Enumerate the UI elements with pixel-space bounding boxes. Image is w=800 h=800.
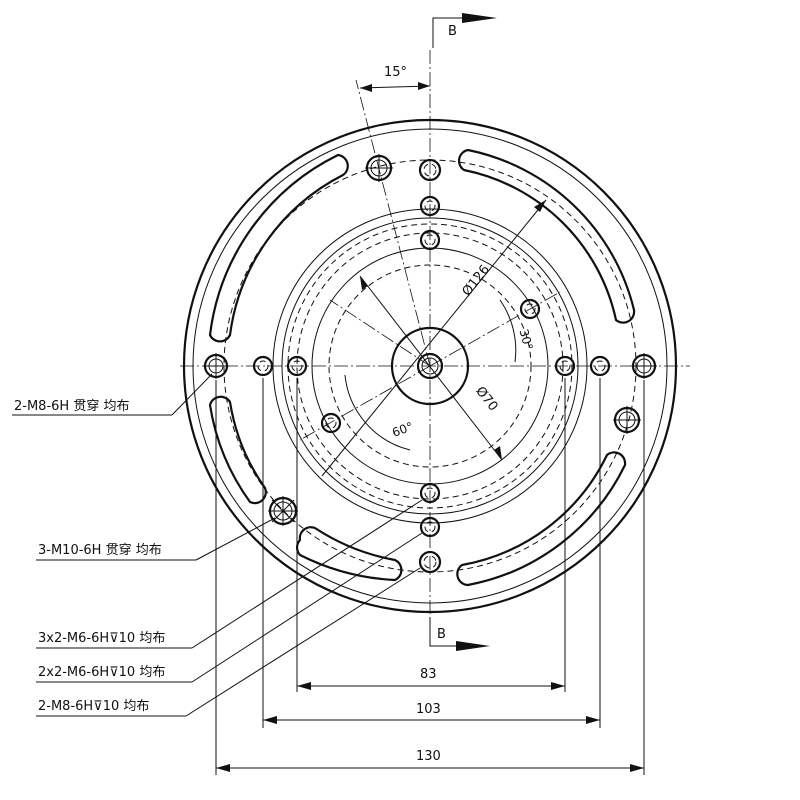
diameter-126-label: Ø126 xyxy=(460,262,493,299)
callout-m10-through: 3-M10-6H 贯穿 均布 xyxy=(36,517,276,561)
hub-bore-inner xyxy=(421,357,439,375)
extension-lines xyxy=(215,378,645,775)
outer-plate-edge xyxy=(182,118,678,614)
diameter-70-label: Ø70 xyxy=(472,384,500,414)
angle-30-annotation: 30° xyxy=(499,299,536,363)
arc-slot-left xyxy=(208,395,267,505)
hub-outer xyxy=(390,326,470,406)
ring-dashed-mid xyxy=(296,232,564,500)
callout-m8-blind: 2-M8-6H⊽10 均布 xyxy=(36,567,421,717)
angle-60-annotation: 60° xyxy=(344,374,415,451)
ref-line-120deg xyxy=(329,299,431,367)
section-label-bottom: B xyxy=(437,627,446,642)
callout-3x2-m6-label: 3x2-M6-6H⊽10 均布 xyxy=(38,631,165,646)
angle-30-label: 30° xyxy=(517,327,536,351)
callout-3x2-m6: 3x2-M6-6H⊽10 均布 xyxy=(36,499,423,649)
hole-m10-bottom-left xyxy=(268,496,298,526)
hub-bore xyxy=(416,352,444,380)
bolt-circle-inner xyxy=(328,264,532,468)
callout-m8-through-label: 2-M8-6H 贯穿 均布 xyxy=(14,398,129,414)
dimension-130-label: 130 xyxy=(416,749,441,764)
arc-slot-lower-right xyxy=(456,451,627,587)
section-mark-top: B xyxy=(432,13,497,48)
angle-15-annotation: 15° xyxy=(359,65,431,92)
callout-m8-blind-label: 2-M8-6H⊽10 均布 xyxy=(38,699,149,714)
ref-line-30deg xyxy=(429,291,561,367)
arc-slot-upper-left xyxy=(208,153,349,343)
section-mark-bottom: B xyxy=(429,617,490,651)
callout-m8-through: 2-M8-6H 贯穿 均布 xyxy=(12,373,213,416)
diameter-126-annotation: Ø126 xyxy=(321,199,547,477)
outer-plate-inner-edge xyxy=(192,128,668,604)
small-holes xyxy=(252,158,611,574)
dimension-83-label: 83 xyxy=(420,667,437,682)
hole-m8-left xyxy=(203,353,229,379)
callout-m10-through-label: 3-M10-6H 贯穿 均布 xyxy=(38,542,162,558)
ring-flange-inner xyxy=(281,217,579,515)
dimension-103: 103 xyxy=(263,702,600,724)
arc-slot-upper-right xyxy=(457,148,636,324)
dimension-103-label: 103 xyxy=(416,702,441,717)
dimension-83: 83 xyxy=(297,667,565,690)
hole-m8-right xyxy=(631,353,657,379)
arc-slot-lower-left xyxy=(295,526,403,582)
hole-m10-right xyxy=(613,406,641,434)
diameter-70-annotation: Ø70 xyxy=(359,275,503,461)
dimension-130: 130 xyxy=(216,749,644,772)
ref-line-15deg xyxy=(355,79,431,367)
section-label-top: B xyxy=(448,24,457,39)
callout-2x2-m6-label: 2x2-M6-6H⊽10 均布 xyxy=(38,665,165,680)
callout-2x2-m6: 2x2-M6-6H⊽10 均布 xyxy=(36,532,423,683)
angle-60-label: 60° xyxy=(390,419,415,439)
angle-15-label: 15° xyxy=(384,65,407,80)
ref-line-210deg xyxy=(299,365,431,441)
